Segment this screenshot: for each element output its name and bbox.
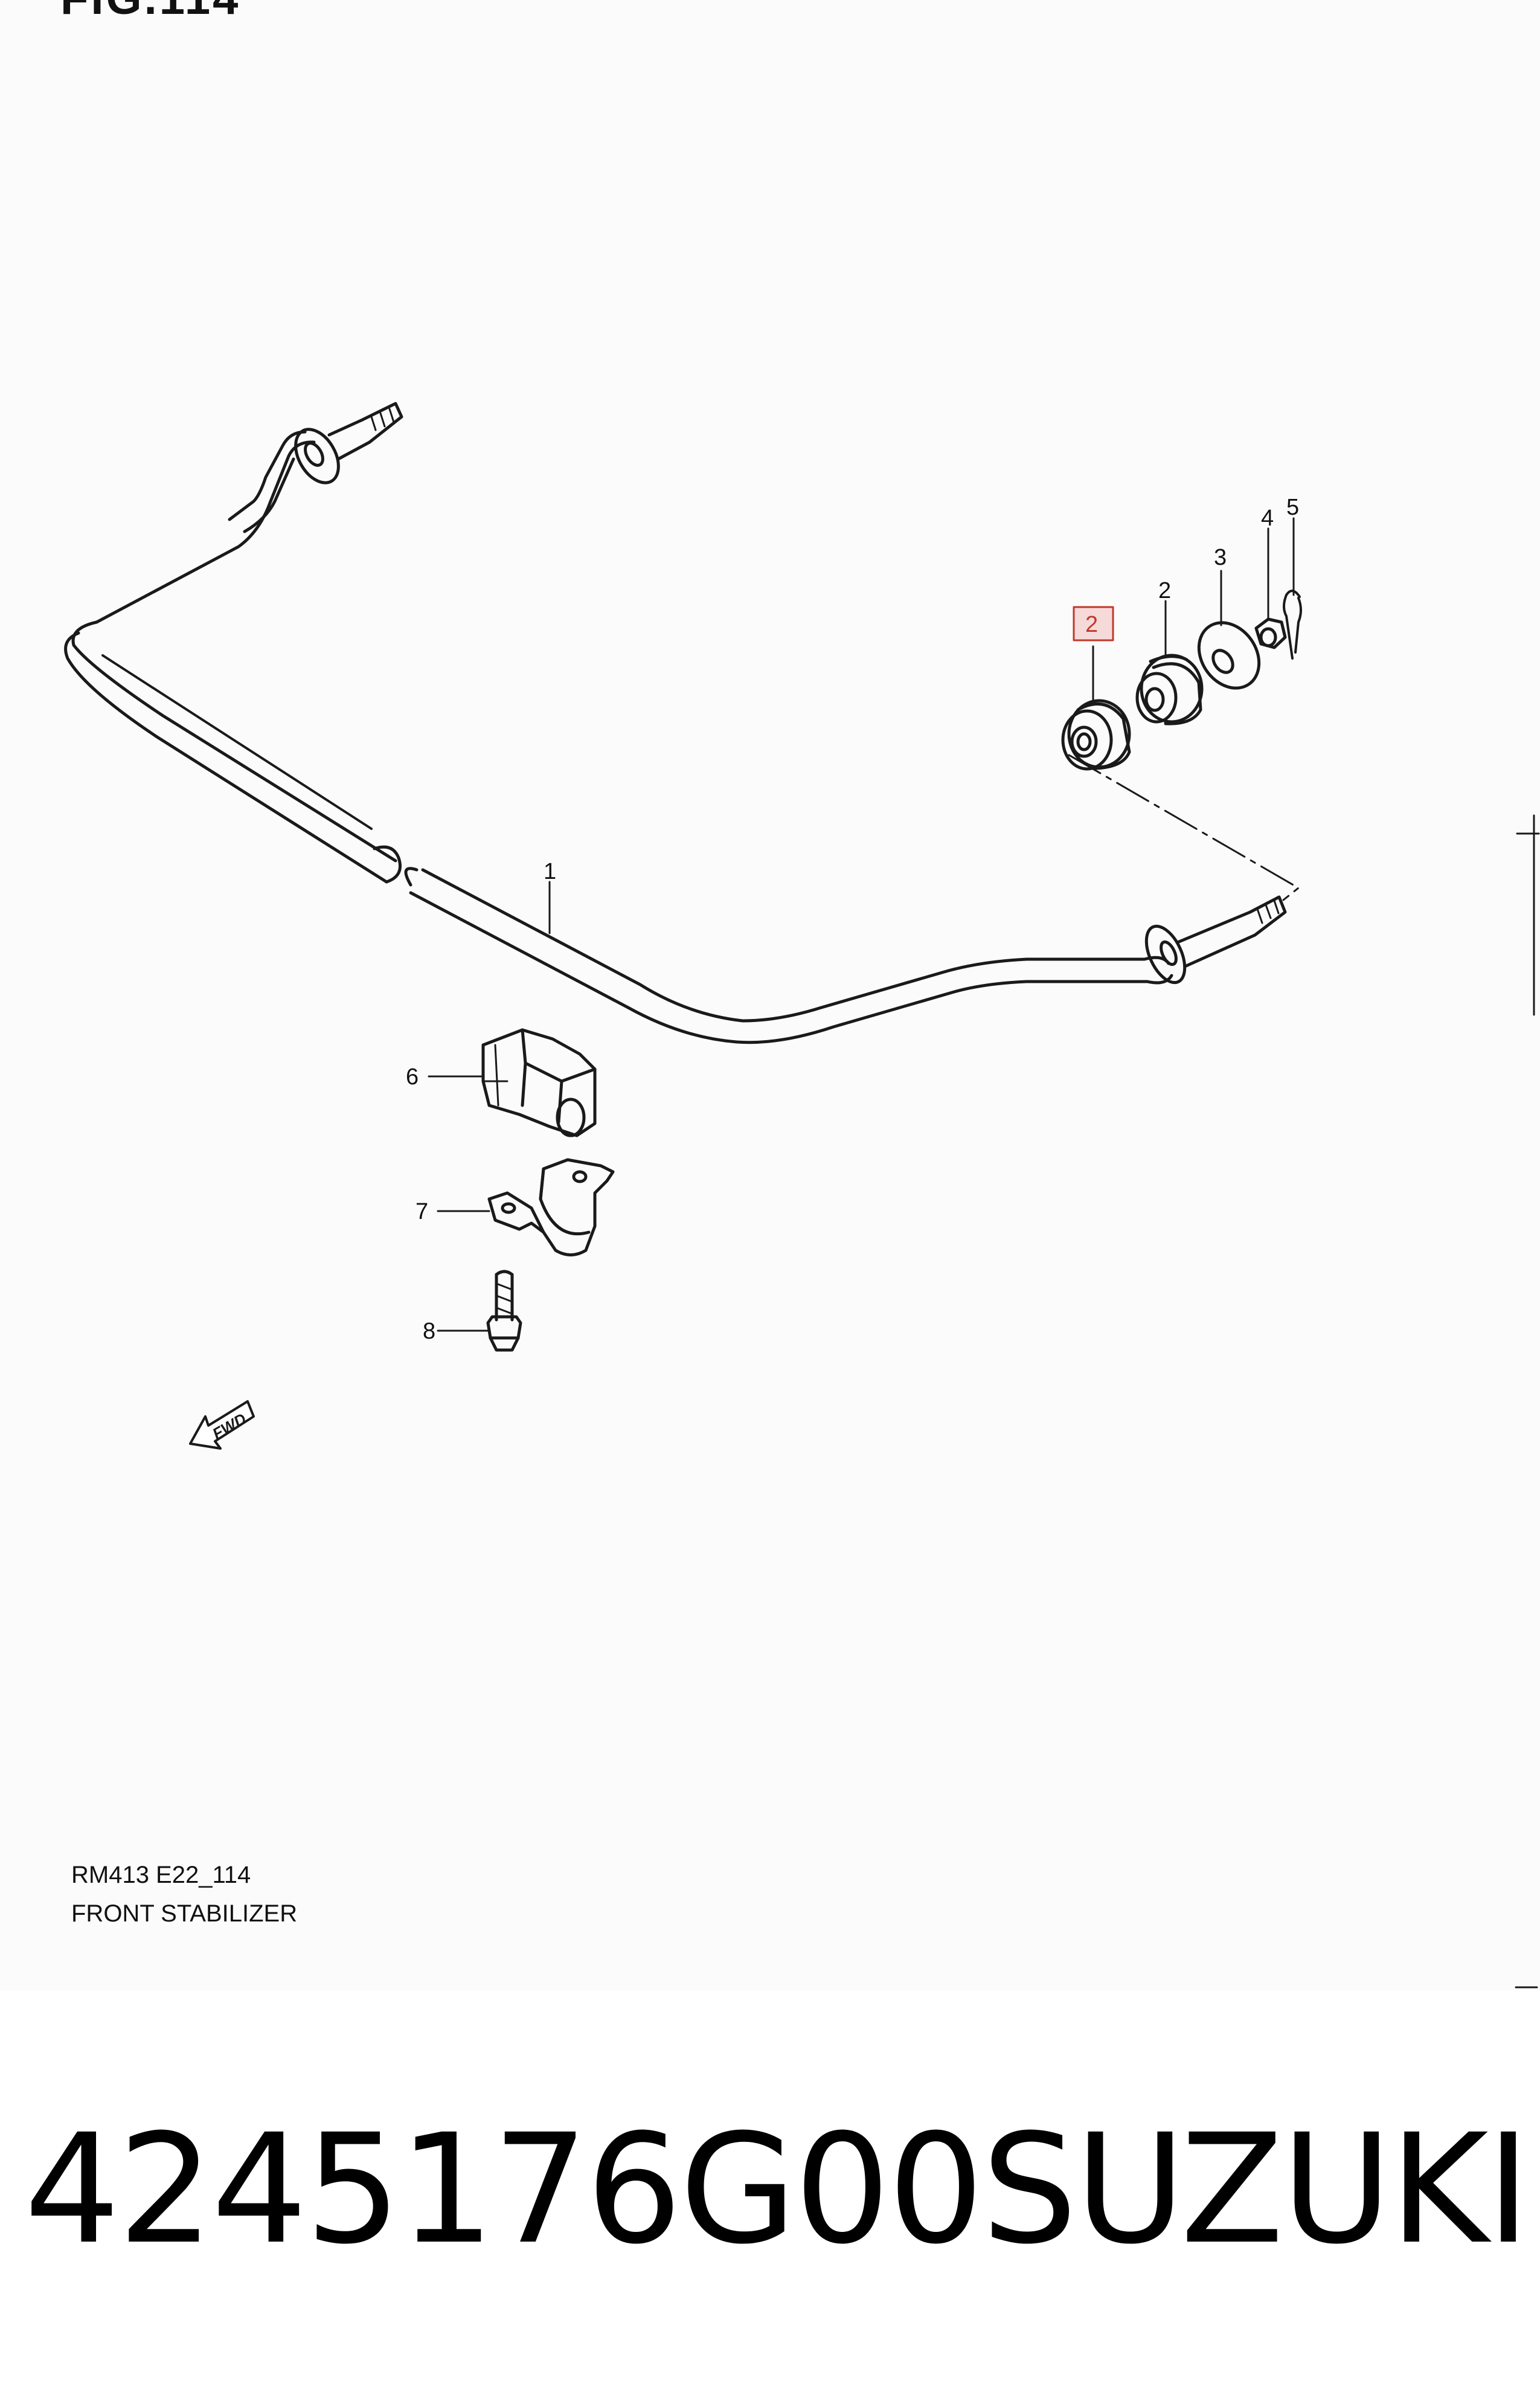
cotter-pin bbox=[1283, 590, 1302, 660]
figure-code: RM413 E22_114 bbox=[71, 1862, 251, 1888]
margin-marks bbox=[1515, 814, 1540, 1989]
figure-header: FIG.114 bbox=[60, 0, 240, 25]
bushing-upper bbox=[1135, 654, 1204, 725]
callout-2-highlight: 2 bbox=[1085, 612, 1098, 637]
brand-name: SUZUKI bbox=[981, 2101, 1530, 2277]
part-footer: 4245176G00 SUZUKI bbox=[24, 2101, 1530, 2277]
bushing-lower bbox=[1061, 699, 1131, 771]
highlight-box bbox=[1073, 606, 1114, 641]
callout-2: 2 bbox=[1158, 578, 1171, 603]
callout-6: 6 bbox=[406, 1064, 419, 1090]
exploded-parts-diagram: 1 2 2 3 4 5 6 7 8 FWD bbox=[64, 402, 1540, 1989]
mount-bracket bbox=[487, 1158, 615, 1256]
part-number: 4245176G00 bbox=[24, 2101, 984, 2277]
callout-3: 3 bbox=[1214, 545, 1227, 570]
callout-8: 8 bbox=[423, 1319, 435, 1344]
callout-5: 5 bbox=[1286, 495, 1299, 520]
figure-title: FRONT STABILIZER bbox=[71, 1900, 298, 1927]
callout-4: 4 bbox=[1261, 506, 1274, 531]
callout-1: 1 bbox=[544, 859, 556, 884]
callout-labels: 1 2 2 3 4 5 6 7 8 bbox=[406, 495, 1299, 1344]
right-end-stud bbox=[1144, 895, 1287, 985]
stabilizer-bar bbox=[64, 430, 1173, 1044]
mount-bolt bbox=[486, 1270, 522, 1352]
mount-bushing bbox=[481, 1028, 597, 1137]
diagram-sheet: FIG.114 bbox=[60, 0, 1540, 1989]
forward-direction-marker: FWD bbox=[189, 1400, 255, 1450]
callout-7: 7 bbox=[415, 1199, 428, 1224]
assembly-guide-line bbox=[1068, 754, 1300, 901]
castle-nut bbox=[1254, 617, 1287, 649]
left-end-stud bbox=[294, 402, 403, 484]
washer bbox=[1197, 621, 1261, 690]
leader-lines bbox=[428, 517, 1295, 1332]
